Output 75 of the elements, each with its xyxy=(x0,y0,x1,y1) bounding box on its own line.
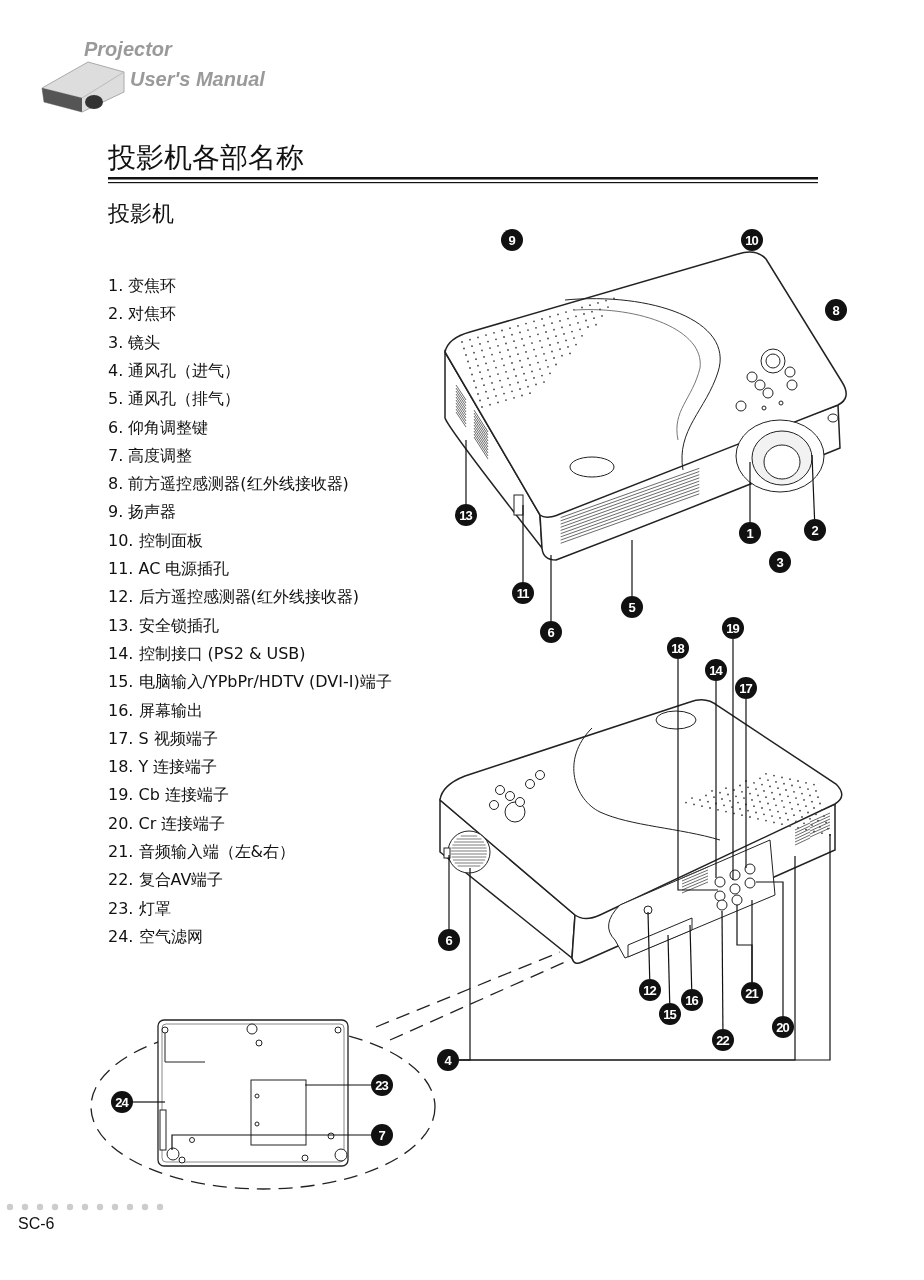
leader-line xyxy=(755,881,784,1017)
page-number: SC-6 xyxy=(18,1215,55,1234)
part-name-label: 13. 安全锁插孔 xyxy=(108,616,219,635)
leader-line xyxy=(631,539,633,597)
leader-line xyxy=(677,658,719,891)
callout-number: 6 xyxy=(540,621,562,643)
part-name-label: 9. 扬声器 xyxy=(108,503,177,522)
callout-number: 9 xyxy=(501,229,523,251)
leader-line xyxy=(721,910,724,1030)
leader-line xyxy=(732,638,734,881)
part-name-label: 14. 控制接口 (PS2 & USB) xyxy=(108,644,306,664)
leader-line xyxy=(667,934,671,1004)
part-name-label: 3. 镜头 xyxy=(108,333,161,352)
leader-line xyxy=(745,698,747,869)
part-name-label: 6. 仰角调整键 xyxy=(108,418,209,437)
part-name-label: 2. 对焦环 xyxy=(108,305,177,324)
part-name-label: 23. 灯罩 xyxy=(108,899,171,918)
callout-number: 12 xyxy=(639,979,661,1001)
part-name-label: 7. 高度调整 xyxy=(108,446,193,466)
callout-number: 5 xyxy=(621,596,643,618)
leader-line xyxy=(751,899,753,983)
part-name-label: 8. 前方遥控感测器(红外线接收器) xyxy=(108,475,349,494)
part-name-label: 20. Cr 连接端子 xyxy=(108,814,226,834)
part-name-label: 10. 控制面板 xyxy=(108,531,203,551)
callout-number: 20 xyxy=(772,1016,794,1038)
leader-line xyxy=(689,924,693,990)
callout-number: 2 xyxy=(804,519,826,541)
part-name-label: 4. 通风孔（进气） xyxy=(108,361,241,381)
callout-number: 16 xyxy=(681,989,703,1011)
part-name-label: 15. 电脑输入/YPbPr/HDTV (DVI-I)端子 xyxy=(108,673,392,692)
leader-line xyxy=(749,461,751,523)
callout-number: 7 xyxy=(371,1124,393,1146)
callout-number: 19 xyxy=(722,617,744,639)
callout-number: 8 xyxy=(825,299,847,321)
callout-number: 1 xyxy=(739,522,761,544)
callout-number: 15 xyxy=(659,1003,681,1025)
header-text: Projector xyxy=(84,38,172,61)
part-name-label: 22. 复合AV端子 xyxy=(108,871,224,890)
leader-line xyxy=(647,911,651,980)
part-name-label: 18. Y 连接端子 xyxy=(108,758,218,777)
page-title: 投影机各部名称 xyxy=(108,142,304,175)
leader-line xyxy=(522,504,524,583)
callout-number: 18 xyxy=(667,637,689,659)
part-name-label: 24. 空气滤网 xyxy=(108,927,203,947)
part-name-label: 16. 屏幕输出 xyxy=(108,701,203,720)
part-name-label: 1. 变焦环 xyxy=(108,277,177,296)
part-name-label: 11. AC 电源插孔 xyxy=(108,560,230,579)
leader-line xyxy=(550,554,552,622)
callout-number: 13 xyxy=(455,504,477,526)
leader-line xyxy=(132,1101,166,1103)
part-name-label: 12. 后方遥控感测器(红外线接收器) xyxy=(108,588,359,607)
callout-number: 4 xyxy=(437,1049,459,1071)
leader-line xyxy=(304,1084,372,1086)
callout-number: 22 xyxy=(712,1029,734,1051)
callout-number: 6 xyxy=(438,929,460,951)
part-name-label: 5. 通风孔（排气） xyxy=(108,390,241,409)
leader-line xyxy=(715,680,717,879)
part-name-label: 21. 音频输入端（左&右） xyxy=(108,843,295,862)
section-heading: 投影机 xyxy=(108,201,174,227)
callout-number: 23 xyxy=(371,1074,393,1096)
callout-number: 21 xyxy=(741,982,763,1004)
callout-number: 14 xyxy=(705,659,727,681)
callout-number: 24 xyxy=(111,1091,133,1113)
leader-line xyxy=(448,854,450,930)
callout-number: 10 xyxy=(741,229,763,251)
leader-line xyxy=(811,454,816,520)
callout-number: 17 xyxy=(735,677,757,699)
part-name-label: 19. Cb 连接端子 xyxy=(108,786,229,805)
part-name-label: 17. S 视频端子 xyxy=(108,729,218,749)
callout-number: 3 xyxy=(769,551,791,573)
callout-number: 11 xyxy=(512,582,534,604)
leader-line xyxy=(171,1134,372,1151)
leader-line xyxy=(458,833,831,1061)
header-text: User's Manual xyxy=(130,68,265,91)
leader-line xyxy=(465,439,467,505)
